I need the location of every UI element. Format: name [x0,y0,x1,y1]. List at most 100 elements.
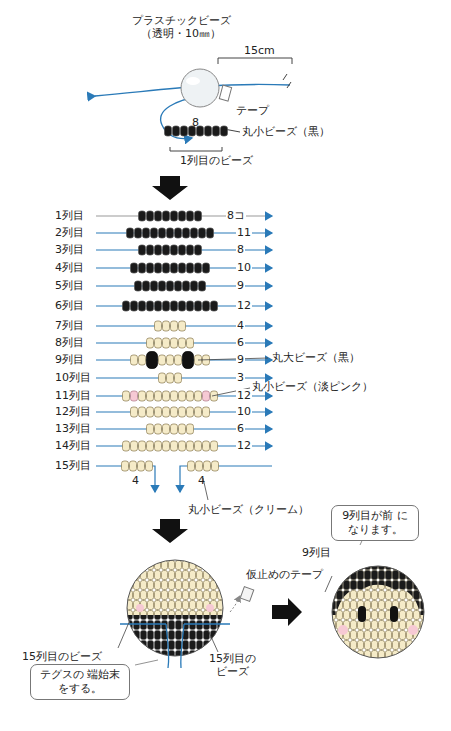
part-label: 丸小ビーズ（クリーム） [188,503,309,516]
bead [171,407,178,417]
callout-text: テグスの 端始末をする。 [37,668,123,696]
bead [130,461,137,471]
row-label: 15列目 [55,459,91,472]
bead [175,373,182,383]
down-arrow [152,519,188,543]
bead [191,281,198,291]
bead [151,281,158,291]
bead [139,211,146,221]
bead [139,263,146,273]
row-label: 6列目 [55,299,84,312]
bead [147,424,154,434]
bead [139,245,146,255]
bead [199,228,206,238]
bead-count: 8 [192,116,199,129]
bead [196,461,203,471]
bead [147,211,154,221]
row-label: 8列目 [55,336,84,349]
bead [173,126,180,136]
bead [179,441,186,451]
part-label: 仮止めのテープ [246,568,323,581]
bead-count: 9 [236,279,245,292]
bead [171,211,178,221]
bead [167,228,174,238]
bead [183,228,190,238]
bead-count: 10 [236,261,252,274]
bead-count: 12 [236,299,252,312]
bead [179,301,186,311]
bead [135,228,142,238]
material-label: プラスチックビーズ （透明・10㎜） [125,14,237,40]
bead-count: 6 [236,422,245,435]
bead [163,391,170,401]
bead [179,407,186,417]
bead [195,245,202,255]
bead [123,391,130,401]
bead [211,301,218,311]
bead [179,263,186,273]
bead [159,355,166,365]
row-label: 4列目 [55,261,84,274]
row-label: 12列目 [55,405,91,418]
part-label: 9列目 [302,546,331,559]
bead [131,441,138,451]
bead [171,391,178,401]
bead [187,211,194,221]
dimension: 15cm [244,44,275,57]
part-label: 丸小ビーズ（黒） [242,125,330,138]
bead-rows [96,211,272,492]
bead [188,461,195,471]
bead [163,441,170,451]
bead [187,441,194,451]
row-label: 5列目 [55,279,84,292]
bead [195,263,202,273]
row-label: 1列目 [55,209,84,222]
bead [163,301,170,311]
bead [155,407,162,417]
bead [123,301,130,311]
bead [195,441,202,451]
bead [191,228,198,238]
bead [159,373,166,383]
bead [171,338,178,348]
bead [147,391,154,401]
bead [207,228,214,238]
bead [199,281,206,291]
bead [122,461,129,471]
bead [135,281,142,291]
bead [151,228,158,238]
bead-count: 11 [236,226,252,239]
bead [203,441,210,451]
bead [203,263,210,273]
bead [139,355,146,365]
bead [171,424,178,434]
bead [163,263,170,273]
bead [131,263,138,273]
bead-count: 8コ [226,209,246,222]
bead [203,391,210,401]
bead [175,228,182,238]
bead [143,228,150,238]
bead [155,211,162,221]
bead [203,301,210,311]
row-label: 2列目 [55,226,84,239]
bead [147,352,158,369]
bead [167,281,174,291]
bead [131,301,138,311]
bead [187,301,194,311]
bead [123,441,130,451]
bead [143,281,150,291]
bead [155,441,162,451]
bead [221,126,228,136]
bead [155,301,162,311]
part-label: 15列目のビーズ [22,650,102,663]
bead [165,126,172,136]
right-arrow [272,598,302,626]
bead [155,391,162,401]
bead [163,407,170,417]
bead [155,245,162,255]
callout-bubble: 9列目が前 になります。 [331,505,419,541]
bead [183,352,194,369]
row-label: 13列目 [55,422,91,435]
